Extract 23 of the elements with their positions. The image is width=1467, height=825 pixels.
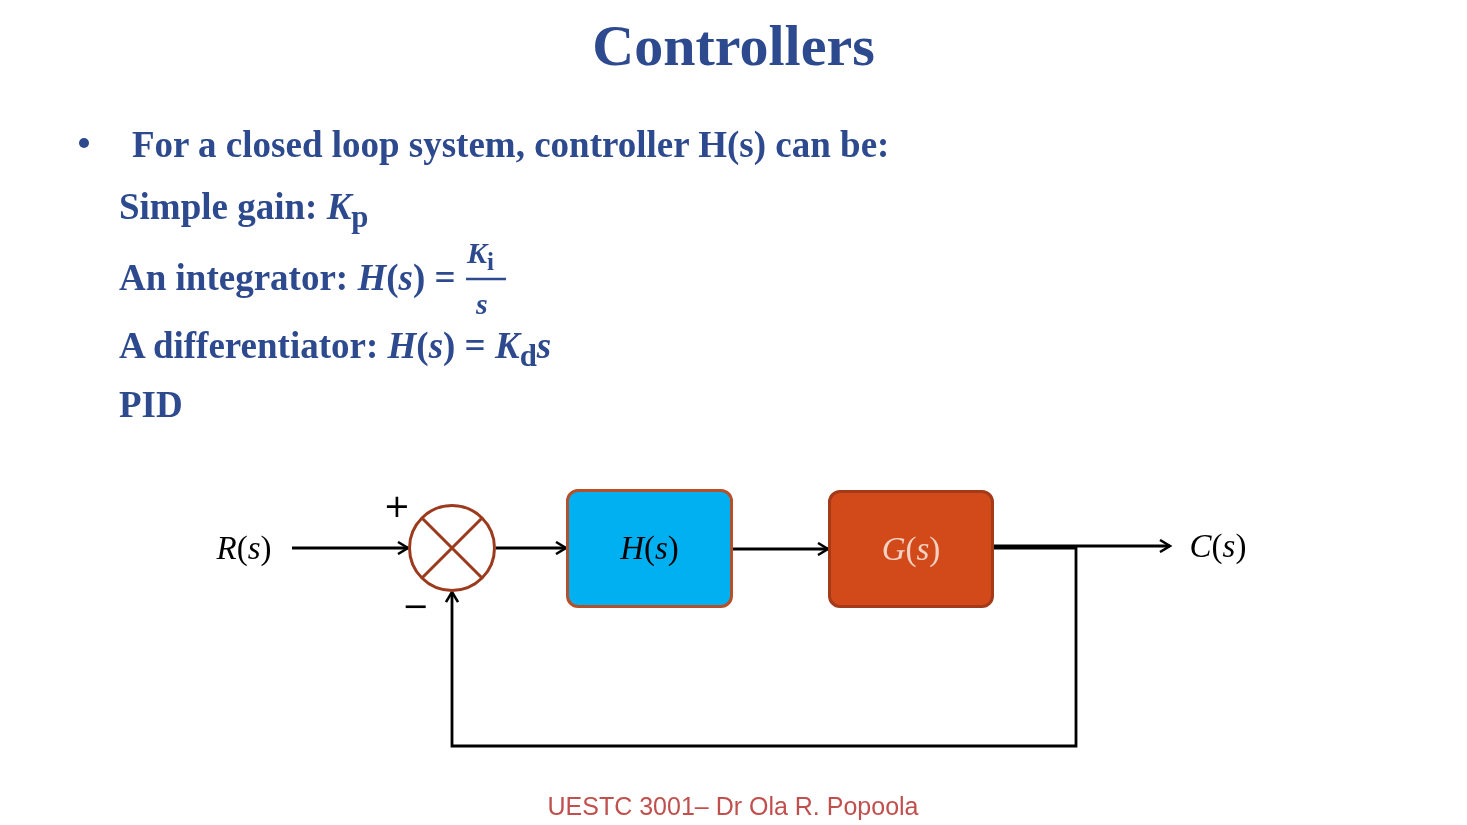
fraction-denominator: s	[476, 287, 488, 321]
sign-label: +	[383, 487, 411, 525]
plant-block	[828, 490, 994, 608]
body-text: PID	[119, 382, 183, 426]
signal-arrow	[496, 540, 568, 556]
input-label: R(s)	[202, 526, 286, 570]
signal-arrow	[292, 540, 410, 556]
footer-text: UESTC 3001– Dr Ola R. Popoola	[547, 791, 919, 821]
fraction-numerator: K$_{i}$	[467, 236, 494, 276]
slide-title: Controllers	[591, 12, 876, 79]
signal-arrow	[733, 541, 830, 557]
signal-arrow	[444, 546, 1078, 748]
summing-junction	[408, 504, 496, 592]
controller-block	[566, 489, 733, 608]
math-text: A differentiator: H(s) = K$_{d}$s	[119, 323, 552, 375]
math-text: Simple gain: K$_{p}$	[119, 184, 369, 236]
signal-arrow	[994, 538, 1172, 554]
bullet-text: For a closed loop system, controller H(s) can be:	[132, 122, 890, 166]
math-text: An integrator: H(s) =	[119, 255, 456, 299]
sign-label: −	[402, 587, 430, 625]
block-label: G(s)	[881, 530, 941, 568]
output-label: C(s)	[1176, 524, 1260, 568]
block-label: H(s)	[620, 530, 679, 567]
